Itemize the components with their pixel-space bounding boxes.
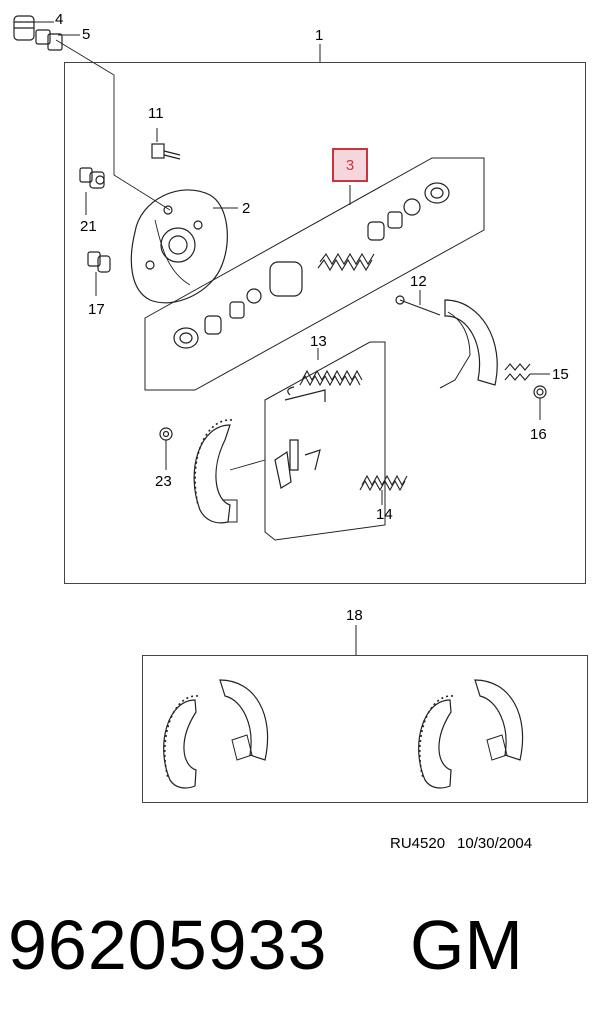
part-11-bolt <box>151 143 181 160</box>
callout-5: 5 <box>82 26 91 43</box>
part-14-spring <box>359 474 408 492</box>
part-15-spring <box>504 363 531 381</box>
guide-line-top <box>55 39 171 211</box>
part-17-fitting <box>87 251 111 273</box>
part-23-washer <box>159 427 173 441</box>
callout-15: 15 <box>552 366 569 383</box>
callout-11: 11 <box>148 105 164 122</box>
part-number: 96205933 <box>8 906 328 984</box>
part-16-cap <box>533 385 547 399</box>
leader-lines <box>30 21 550 655</box>
callout-14: 14 <box>376 506 393 523</box>
shoe-set-frame <box>142 655 588 803</box>
callout-23: 23 <box>155 473 172 490</box>
part-21-fitting <box>79 167 105 189</box>
drawing-code: RU4520 <box>390 835 446 852</box>
callout-2: 2 <box>242 200 251 217</box>
callout-16: 16 <box>530 426 547 443</box>
callout-21: 21 <box>80 218 97 235</box>
callout-18: 18 <box>346 607 363 624</box>
wheel-cylinder-parts <box>173 182 450 349</box>
callout-17: 17 <box>88 301 105 318</box>
wheel-cylinder-frame <box>144 157 485 391</box>
left-shoe <box>193 419 238 524</box>
highlighted-part-callout[interactable]: 3 <box>332 148 368 182</box>
callout-4: 4 <box>55 11 64 28</box>
adjuster-hardware <box>274 389 326 489</box>
manufacturer-label: GM <box>410 906 523 984</box>
callout-12: 12 <box>410 273 427 290</box>
backing-plate <box>130 189 228 304</box>
part-13-spring <box>287 369 363 396</box>
shoe-set-right-pair <box>418 679 524 789</box>
part-5-bleeder <box>35 29 63 51</box>
drawing-reference: RU4520 10/30/2004 <box>390 835 544 852</box>
drawing-date: 10/30/2004 <box>457 835 533 852</box>
hardware-guide <box>229 459 266 471</box>
right-shoe <box>439 299 498 389</box>
main-assembly-frame <box>64 62 586 584</box>
part-4-cap <box>13 15 35 41</box>
hardware-frame <box>264 341 386 541</box>
part-12-pin <box>395 295 441 316</box>
callout-1: 1 <box>315 27 324 44</box>
callout-13: 13 <box>310 333 327 350</box>
shoe-set-left-pair <box>163 679 269 789</box>
